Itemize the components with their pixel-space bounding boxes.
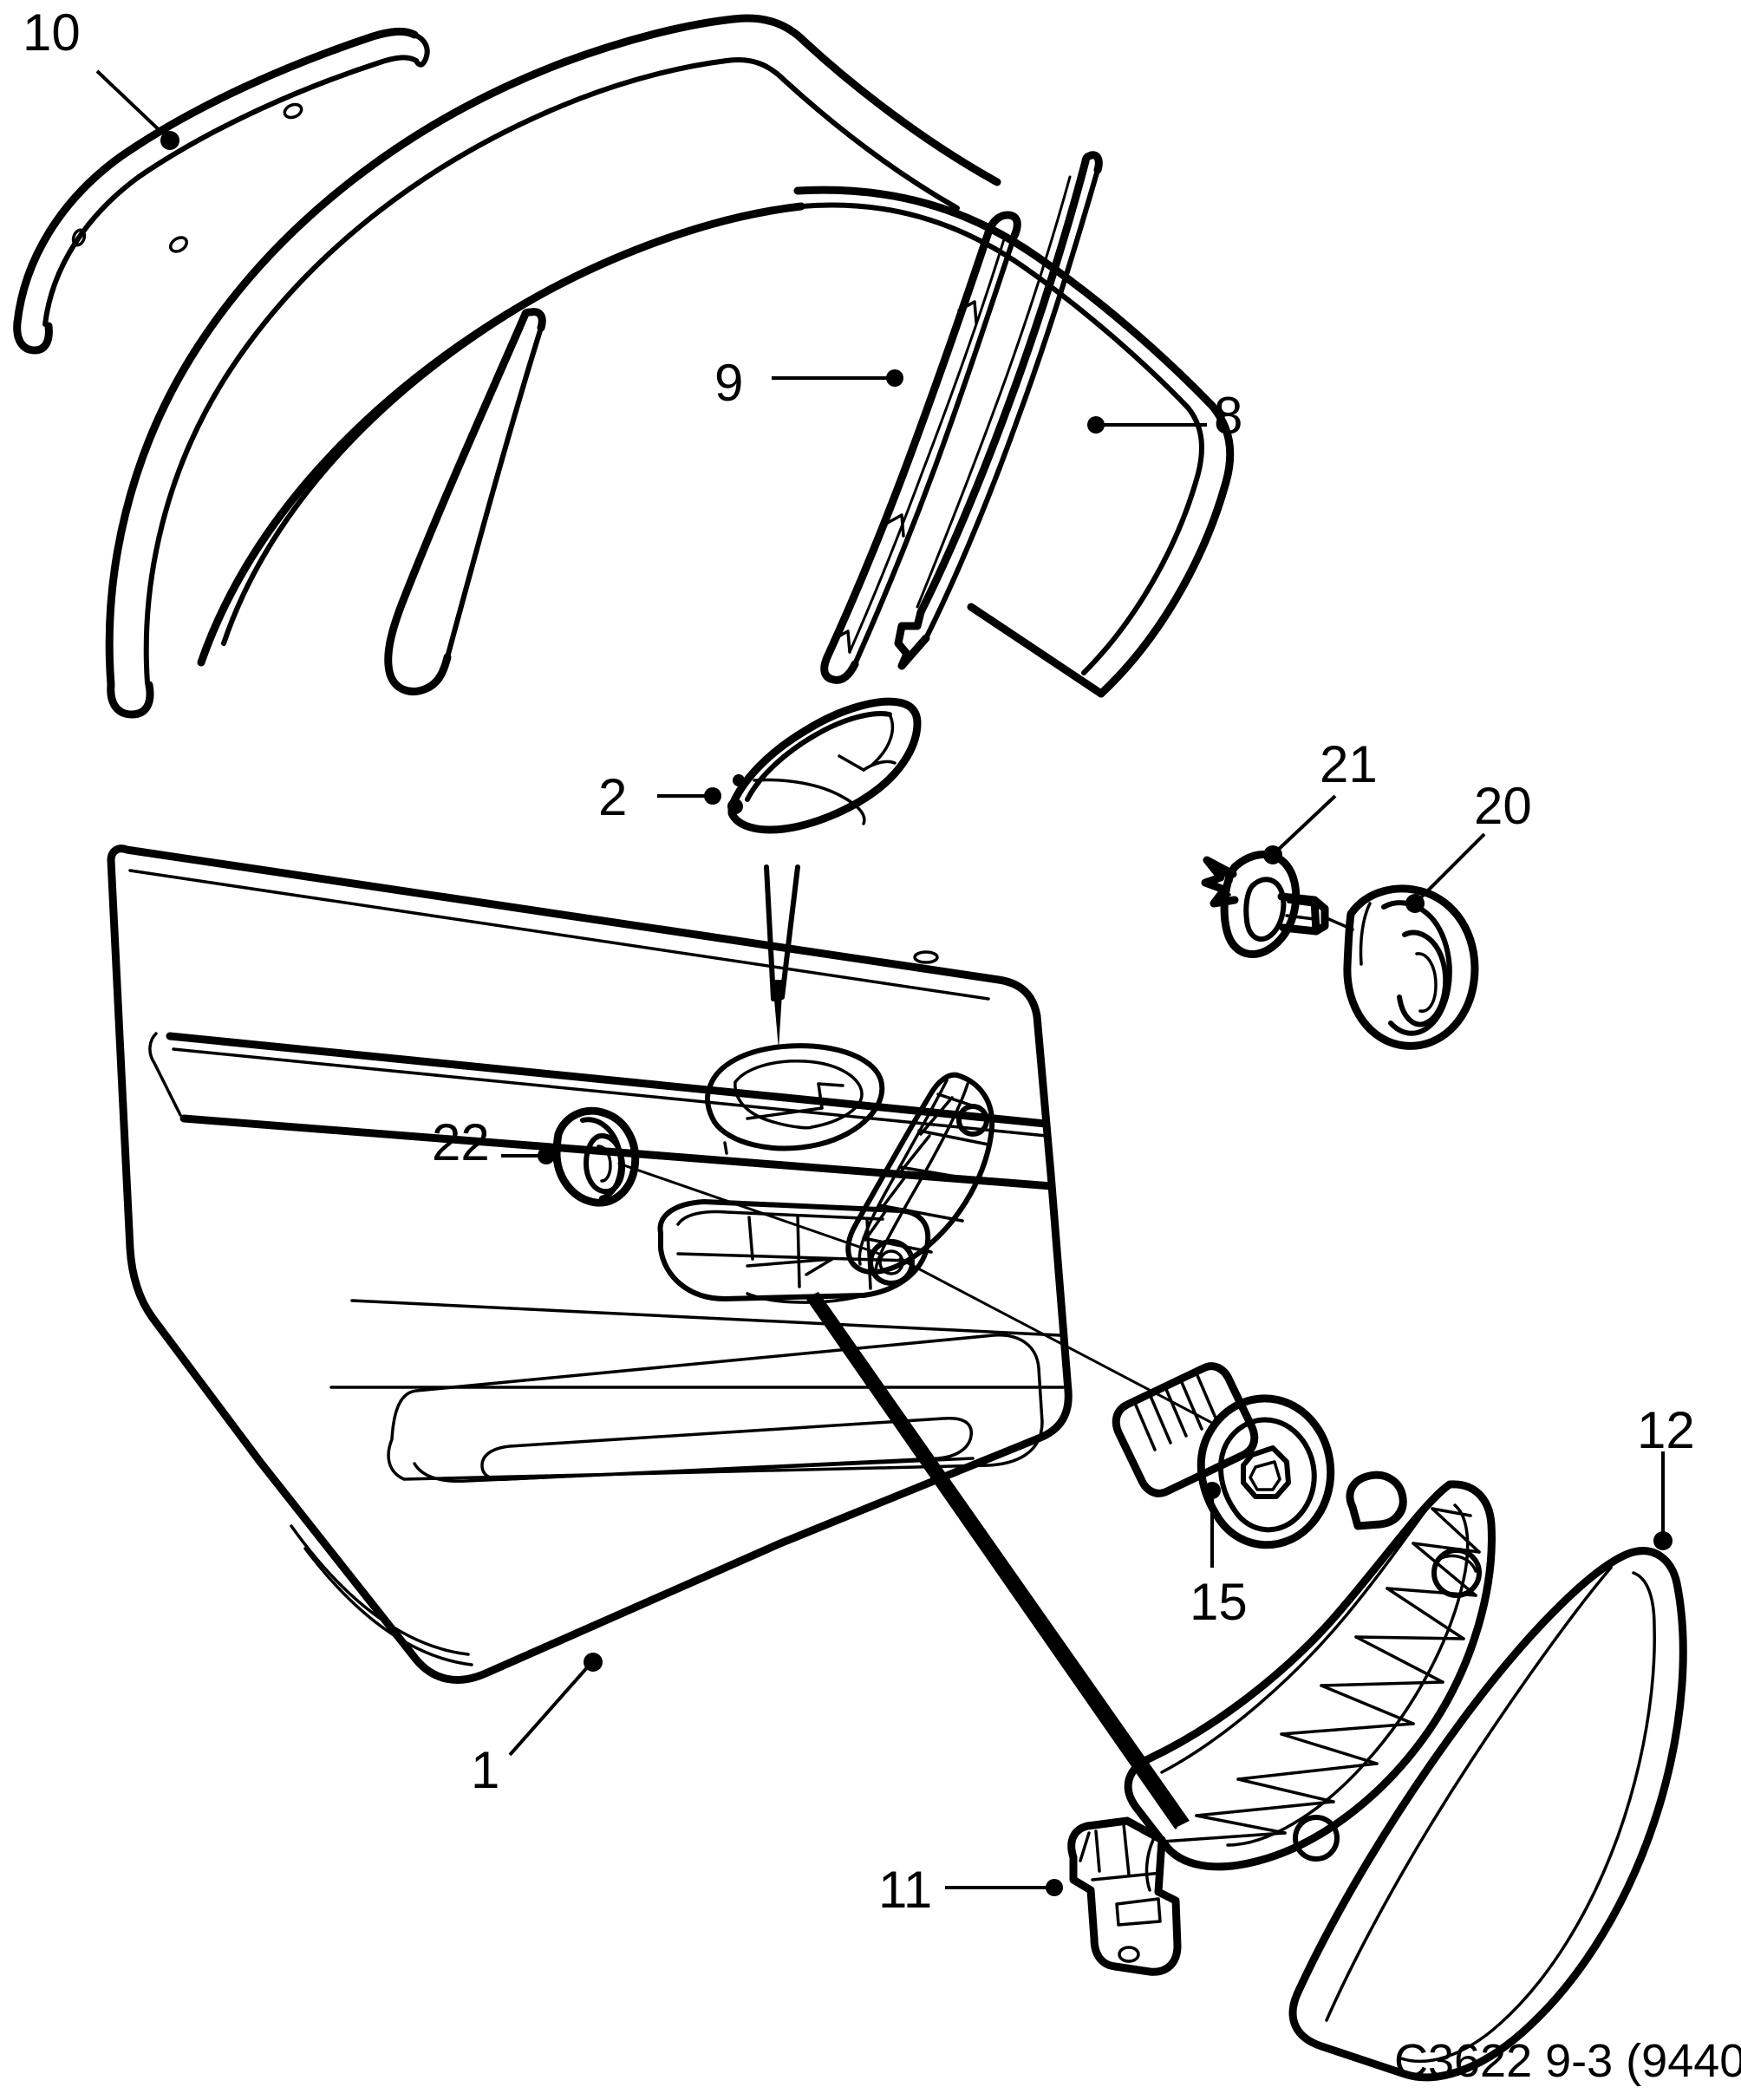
window-frame-weatherstrip-arch xyxy=(105,14,1235,719)
callout-label-10: 10 xyxy=(23,3,81,62)
part-1-door-trim-panel xyxy=(107,845,1073,1684)
callout-label-2: 2 xyxy=(598,768,628,826)
part-12-armrest-cover xyxy=(1288,1547,1687,2082)
assembly-wedge-armrest xyxy=(805,1292,1190,1829)
callout-leaders xyxy=(95,69,1673,1896)
part-9-window-sash-strip xyxy=(820,211,1021,684)
callout-label-8: 8 xyxy=(1214,387,1243,445)
callout-label-12: 12 xyxy=(1637,1401,1695,1459)
part-15-torx-screw xyxy=(898,1257,1335,1549)
part-20-grommet xyxy=(1323,884,1479,1050)
assembly-arrow-handle xyxy=(764,864,800,1049)
callout-label-9: 9 xyxy=(714,354,744,412)
diagram-caption: C3622 9-3 (9440) xyxy=(1394,2035,1741,2087)
callout-label-20: 20 xyxy=(1474,777,1532,835)
handle-recess-pocket xyxy=(705,1043,885,1155)
callout-label-21: 21 xyxy=(1320,735,1378,793)
callout-label-11: 11 xyxy=(878,1861,933,1919)
window-divider-channel xyxy=(384,308,546,695)
part-11-armrest-carrier xyxy=(1067,1471,1496,1976)
part-2-inside-handle-bezel xyxy=(727,697,922,834)
part-10-upper-frame-molding xyxy=(13,27,430,355)
callout-label-22: 22 xyxy=(432,1113,490,1171)
part-22-screw-cap xyxy=(552,1106,881,1255)
part-8-rear-pillar-weatherstrip xyxy=(894,151,1103,670)
part-21-retainer-clip xyxy=(1201,851,1329,958)
armrest-support-on-panel xyxy=(845,1072,995,1286)
callout-label-15: 15 xyxy=(1190,1573,1248,1631)
callout-label-1: 1 xyxy=(471,1741,500,1799)
